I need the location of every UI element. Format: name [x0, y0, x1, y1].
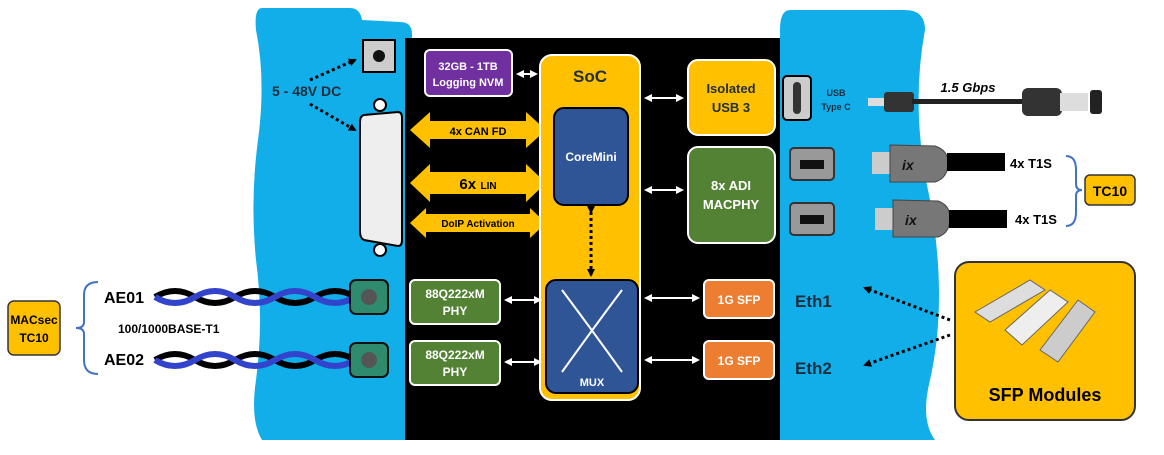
sfp2-label: 1G SFP [718, 354, 761, 368]
db25-connector-icon [359, 98, 403, 257]
usb-speed-label: 1.5 Gbps [941, 80, 996, 95]
tc10-box [1084, 174, 1136, 206]
nvm-line1: 32GB - 1TB [438, 61, 497, 73]
lin-label: 6x LIN [459, 176, 496, 193]
t1s-plug-1-icon: ix [872, 144, 1005, 183]
sfp-modules-label: SFP Modules [989, 385, 1102, 405]
coremini-label: CoreMini [565, 150, 616, 164]
coremini-box [553, 107, 629, 206]
phy2-line1: 88Q222xM [425, 348, 484, 362]
phy1-line1: 88Q222xM [425, 287, 484, 301]
macphy-box [687, 146, 776, 244]
soc-title: SoC [573, 67, 607, 86]
doip-arrow [410, 208, 546, 238]
lin-text: LIN [481, 181, 497, 192]
phy1-box [409, 279, 501, 325]
nvm-line2: Logging NVM [433, 77, 504, 89]
ae02-connector-icon [349, 342, 389, 378]
usb-cable-icon [868, 88, 1102, 116]
phy2-box [409, 340, 501, 386]
power-arrow-dc [309, 58, 357, 82]
plug-logo: ix [905, 212, 918, 228]
can-fd-label: 4x CAN FD [450, 126, 507, 138]
doip-label: DoIP Activation [441, 219, 514, 230]
t1s-port-1-icon [789, 147, 835, 181]
t1s-port-2-icon [789, 202, 835, 236]
macsec-brace [75, 281, 99, 375]
usb-port-line1: USB [826, 88, 846, 98]
t1s-label-1: 4x T1S [1010, 156, 1052, 171]
mux-cross-icon [561, 289, 623, 373]
sfp1-label: 1G SFP [718, 293, 761, 307]
t1s-plug-2-icon: ix [875, 199, 1007, 238]
sfp1-box [703, 279, 775, 319]
eth2-label: Eth2 [795, 359, 832, 378]
tc10-brace [1065, 155, 1083, 227]
usb-c-port-icon [782, 75, 812, 121]
power-arrow-db [309, 102, 357, 132]
lin-count: 6x [459, 176, 476, 193]
nvm-box [424, 49, 513, 97]
macphy-line2: MACPHY [703, 197, 760, 212]
right-panel [780, 10, 939, 440]
phy2-line2: PHY [443, 365, 468, 379]
ae01-connector-icon [349, 279, 389, 315]
lin-arrow [410, 164, 546, 202]
macphy-line1: 8x ADI [711, 178, 751, 193]
macsec-line2: TC10 [19, 331, 49, 345]
twisted-pair-cable-1-icon [153, 288, 357, 306]
mux-box [545, 279, 639, 394]
can-fd-arrow [410, 112, 546, 148]
usb-port-line2: Type C [821, 102, 851, 112]
isolated-usb-box [687, 59, 776, 136]
power-label: 5 - 48V DC [272, 83, 341, 99]
sfp-modules-icon [974, 279, 1096, 363]
ae02-label: AE02 [104, 352, 144, 369]
isolated-usb-line1: Isolated [706, 81, 755, 96]
plug-logo: ix [902, 157, 915, 173]
ae01-label: AE01 [104, 290, 144, 307]
dc-jack-icon [362, 39, 396, 73]
macsec-line1: MACsec [10, 313, 58, 327]
mux-label: MUX [580, 377, 605, 389]
phy1-line2: PHY [443, 304, 468, 318]
isolated-usb-line2: USB 3 [712, 100, 750, 115]
tc10-label: TC10 [1093, 183, 1127, 199]
eth1-label: Eth1 [795, 292, 832, 311]
macsec-box [7, 300, 61, 356]
twisted-pair-cable-2-icon [153, 351, 357, 369]
base-t1-label: 100/1000BASE-T1 [118, 322, 220, 336]
t1s-label-2: 4x T1S [1015, 212, 1057, 227]
sfp2-box [703, 340, 775, 380]
